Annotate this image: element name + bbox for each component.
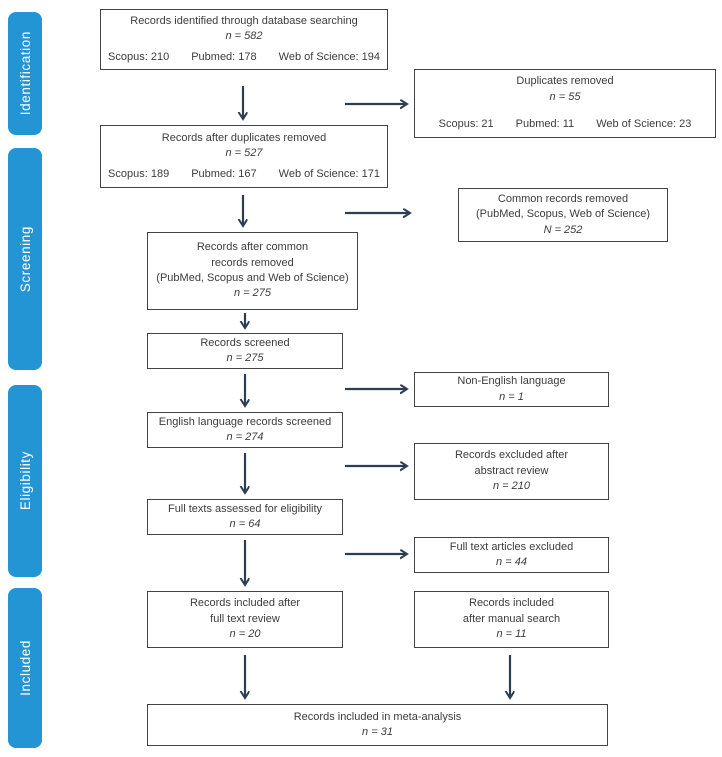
box-included-fulltext: Records included after full text review … bbox=[147, 591, 343, 648]
source-count: Scopus: 210 bbox=[108, 50, 170, 63]
box-title: Duplicates removed bbox=[516, 75, 614, 88]
box-count: n = 55 bbox=[549, 90, 581, 103]
box-count: n = 210 bbox=[492, 480, 530, 493]
box-title: Non-English language bbox=[457, 375, 566, 388]
source-count: Web of Science: 23 bbox=[596, 118, 692, 131]
box-count: N = 252 bbox=[543, 223, 583, 236]
stage-label: Screening bbox=[17, 225, 33, 293]
box-title: Records after duplicates removed bbox=[161, 131, 327, 144]
box-count: n = 1 bbox=[499, 390, 524, 403]
source-count: Scopus: 21 bbox=[438, 118, 494, 131]
source-count: Web of Science: 171 bbox=[278, 167, 380, 180]
stage-screening: Screening bbox=[8, 148, 42, 370]
box-records-screened: Records screened n = 275 bbox=[147, 333, 343, 369]
box-after-common: Records after common records removed (Pu… bbox=[147, 232, 358, 310]
box-title: Common records removed bbox=[497, 192, 629, 205]
box-title: Records screened bbox=[200, 336, 290, 349]
box-count: n = 274 bbox=[226, 431, 264, 443]
stage-label: Included bbox=[17, 640, 33, 696]
box-meta-analysis: Records included in meta-analysis n = 31 bbox=[147, 704, 608, 746]
box-title: English language records screened bbox=[158, 415, 332, 428]
box-count: n = 20 bbox=[229, 628, 261, 641]
box-fulltext-excluded: Full text articles excluded n = 44 bbox=[414, 537, 609, 573]
box-title: Records included after bbox=[189, 597, 301, 610]
box-sources: Scopus: 21 Pubmed: 11 Web of Science: 23 bbox=[439, 117, 692, 132]
source-count: Web of Science: 194 bbox=[278, 50, 380, 63]
box-count: n = 582 bbox=[225, 30, 263, 43]
source-count: Pubmed: 167 bbox=[191, 167, 257, 180]
box-title: Full texts assessed for eligibility bbox=[167, 502, 323, 515]
source-count: Scopus: 189 bbox=[108, 167, 170, 180]
box-title: Records included in meta-analysis bbox=[293, 710, 462, 723]
box-count: n = 44 bbox=[496, 556, 527, 568]
box-included-manual: Records included after manual search n =… bbox=[414, 591, 609, 648]
stage-label: Eligibility bbox=[17, 451, 33, 511]
box-title: abstract review bbox=[474, 464, 549, 477]
stage-included: Included bbox=[8, 588, 42, 748]
stage-identification: Identification bbox=[8, 12, 42, 135]
box-common-removed: Common records removed (PubMed, Scopus, … bbox=[458, 188, 668, 242]
stage-label: Identification bbox=[17, 31, 33, 116]
source-count: Pubmed: 178 bbox=[191, 50, 257, 63]
box-count: n = 64 bbox=[229, 518, 261, 530]
box-title: full text review bbox=[210, 612, 280, 625]
box-records-identified: Records identified through database sear… bbox=[100, 9, 388, 70]
box-title: Records after common bbox=[196, 241, 309, 254]
box-title: (PubMed, Scopus, Web of Science) bbox=[475, 208, 651, 221]
stage-eligibility: Eligibility bbox=[8, 385, 42, 577]
box-title: (PubMed, Scopus and Web of Science) bbox=[156, 272, 349, 284]
box-non-english: Non-English language n = 1 bbox=[414, 372, 609, 407]
box-count: n = 527 bbox=[225, 147, 263, 160]
source-count: Pubmed: 11 bbox=[515, 118, 575, 131]
box-count: n = 275 bbox=[233, 287, 271, 300]
box-excluded-abstract: Records excluded after abstract review n… bbox=[414, 443, 609, 500]
box-title: Records included bbox=[469, 597, 554, 610]
box-duplicates-removed: Duplicates removed n = 55 Scopus: 21 Pub… bbox=[414, 69, 716, 138]
box-title: Records identified through database sear… bbox=[130, 14, 358, 27]
box-title: Records excluded after bbox=[454, 449, 569, 462]
box-count: n = 275 bbox=[226, 352, 264, 364]
box-title: Full text articles excluded bbox=[449, 540, 574, 553]
box-english-screened: English language records screened n = 27… bbox=[147, 412, 343, 448]
box-title: after manual search bbox=[462, 612, 561, 625]
box-title: records removed bbox=[211, 256, 294, 269]
box-count: n = 11 bbox=[496, 628, 527, 641]
box-fulltext-assessed: Full texts assessed for eligibility n = … bbox=[147, 499, 343, 535]
box-after-duplicates: Records after duplicates removed n = 527… bbox=[100, 125, 388, 188]
box-sources: Scopus: 189 Pubmed: 167 Web of Science: … bbox=[108, 167, 380, 182]
box-sources: Scopus: 210 Pubmed: 178 Web of Science: … bbox=[108, 50, 380, 65]
box-count: n = 31 bbox=[362, 726, 393, 738]
